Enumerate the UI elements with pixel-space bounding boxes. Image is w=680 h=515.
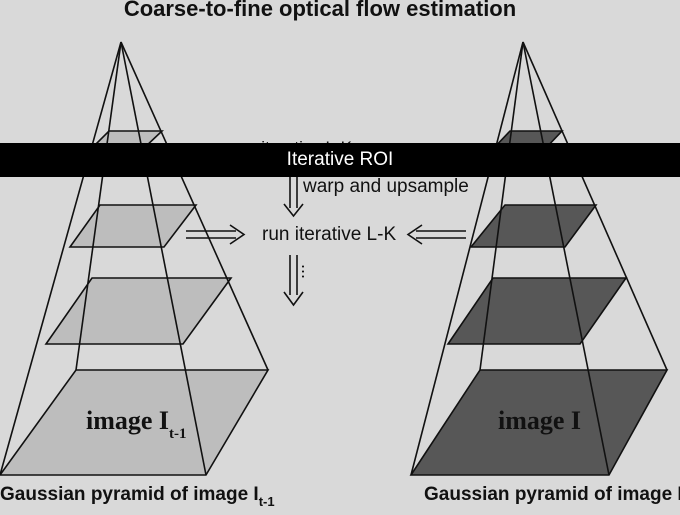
left-caption-text: Gaussian pyramid of image I: [0, 484, 259, 505]
left-pyramid-edges: [0, 41, 269, 476]
left-pyramid: [0, 41, 270, 476]
right-pyramid-edges: [410, 41, 668, 476]
left-image-label-subscript: t-1: [169, 426, 187, 442]
left-pyramid-caption: Gaussian pyramid of image It-1: [0, 484, 275, 509]
arrow-right-to-center: [406, 224, 466, 245]
roi-label: Iterative ROI: [286, 149, 394, 170]
roi-banner: Iterative ROI: [0, 143, 680, 177]
right-pyramid-caption: Gaussian pyramid of image I: [424, 484, 680, 505]
arrow-down-warp: [283, 176, 304, 218]
arrow-left-to-center: [186, 224, 246, 245]
right-level-3: [469, 204, 598, 248]
left-caption-subscript: t-1: [258, 494, 275, 509]
left-image-label: image It-1: [86, 406, 187, 442]
right-pyramid: [409, 41, 669, 476]
right-image-label: image I: [498, 406, 582, 435]
right-level-2: [446, 277, 628, 345]
left-level-3: [68, 204, 198, 248]
run-lk-label: run iterative L-K: [262, 224, 397, 245]
diagram-title: Coarse-to-fine optical flow estimation: [123, 0, 517, 21]
left-image-label-text: image I: [86, 406, 170, 435]
warp-upsample-label: warp and upsample: [303, 176, 469, 197]
left-level-2: [44, 277, 233, 345]
arrow-down-continue: [283, 255, 304, 307]
continuation-dots: ...: [298, 264, 318, 280]
